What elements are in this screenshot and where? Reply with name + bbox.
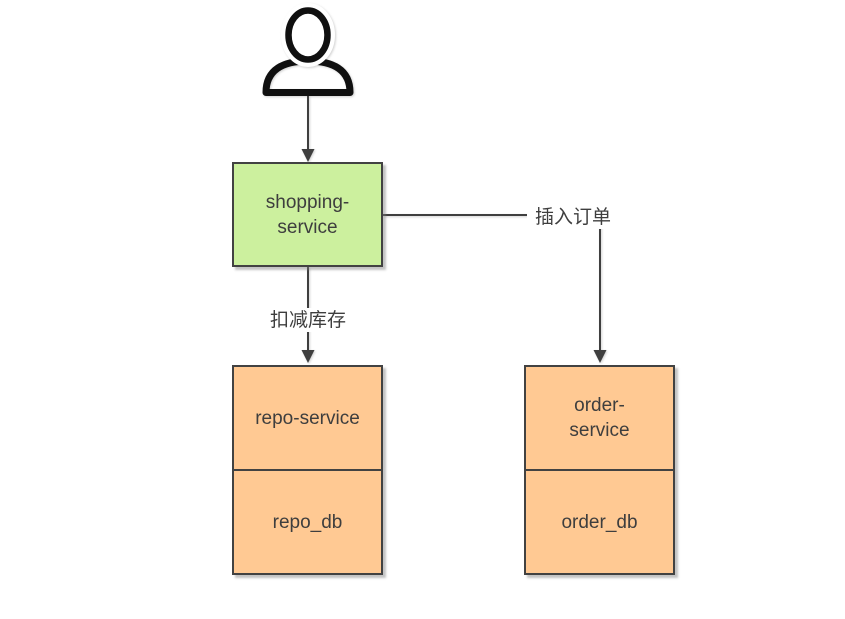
- arrow-shopping-to-order: [383, 214, 607, 363]
- arrow-shopping-to-repo-head: [301, 350, 315, 363]
- person-head: [285, 7, 331, 63]
- node-order-service-label-line2: service: [569, 420, 630, 441]
- edge-label-insert-order: 插入订单: [527, 205, 619, 229]
- node-order-db-label: order_db: [561, 511, 638, 533]
- node-order-service: order- service: [526, 367, 673, 469]
- node-shopping-service-label-line1: shopping-: [265, 191, 350, 213]
- node-shopping-service-label-line2: service: [277, 216, 338, 238]
- node-repo-db: repo_db: [234, 469, 381, 573]
- node-repo-service-label: repo-service: [255, 407, 360, 429]
- node-order-db: order_db: [526, 469, 673, 573]
- node-repo-db-label: repo_db: [272, 511, 343, 533]
- arrow-shopping-to-order-head: [593, 350, 607, 363]
- node-repo-service: repo-service: [234, 367, 381, 469]
- edge-label-deduct-inventory: 扣减库存: [264, 308, 352, 332]
- node-repo-stack: repo-service repo_db: [232, 365, 383, 575]
- node-shopping-service: shopping- service: [232, 162, 383, 267]
- node-order-service-label-line1: order-: [574, 395, 625, 416]
- arrow-user-to-shopping: [301, 96, 315, 162]
- person-icon: [262, 3, 354, 96]
- arrow-user-to-shopping-head: [301, 149, 315, 162]
- arrow-shopping-to-order-line: [383, 214, 601, 351]
- node-order-stack: order- service order_db: [524, 365, 675, 575]
